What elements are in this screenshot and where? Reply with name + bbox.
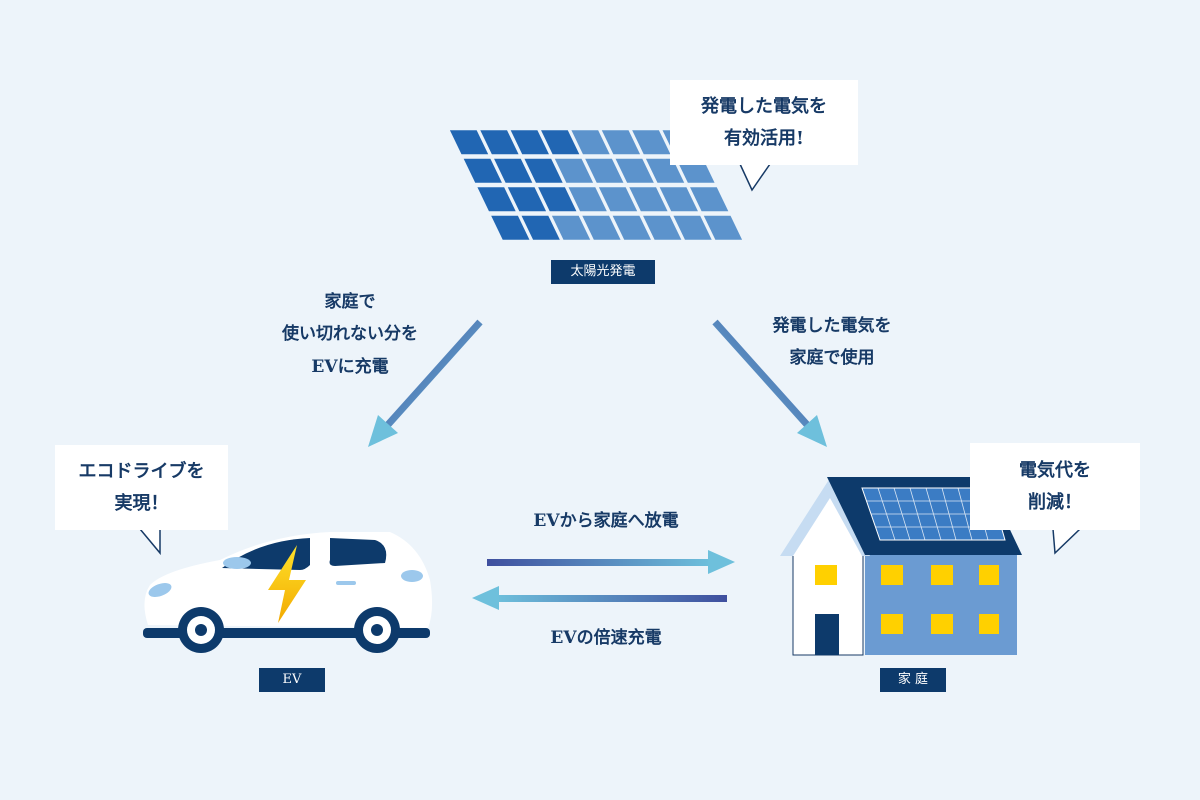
solar-cell	[632, 130, 671, 155]
solar-cell	[601, 130, 641, 155]
solar-cell	[582, 215, 621, 240]
arrow-solar-to-ev	[368, 319, 483, 447]
flow-line: 発電した電気を	[772, 316, 892, 336]
speech-bubble-ev: エコドライブを 実現！	[55, 445, 228, 530]
solar-cell	[612, 215, 651, 240]
flow-text-solar-to-ev: 家庭で 使い切れない分を EVに充電	[250, 286, 450, 383]
flow-line: EVに充電	[311, 356, 389, 377]
bubble-text: 有効活用!	[724, 127, 804, 149]
solar-cell	[491, 215, 530, 240]
solar-cell	[690, 187, 729, 212]
solar-cell	[521, 215, 560, 240]
arrow-ev-to-home	[487, 550, 735, 574]
solar-cell	[538, 187, 577, 212]
bubble-text: 削減！	[1028, 491, 1082, 513]
arrow-home-to-ev	[472, 586, 727, 610]
solar-cell	[571, 130, 610, 155]
solar-cell	[463, 158, 502, 183]
ev-car-icon	[143, 532, 433, 653]
label-ev: EV	[259, 668, 325, 692]
flow-line: 家庭で	[324, 292, 376, 312]
solar-cell	[568, 187, 607, 212]
solar-cell	[510, 130, 549, 155]
flow-text-solar-to-home: 発電した電気を 家庭で使用	[732, 310, 932, 375]
solar-cell	[629, 187, 668, 212]
flow-text-ev-to-home: EVから家庭へ放電	[533, 511, 679, 531]
arrow-solar-to-home	[712, 319, 827, 447]
bubble-text: 電気代を	[1019, 460, 1091, 481]
solar-cell	[643, 215, 682, 240]
flow-line: 使い切れない分を	[282, 324, 418, 345]
solar-cell	[541, 130, 580, 155]
solar-cell	[480, 130, 519, 155]
solar-cell	[659, 187, 698, 212]
speech-bubble-home: 電気代を 削減！	[970, 443, 1140, 530]
bubble-text: 発電した電気を	[701, 96, 827, 117]
solar-cell	[551, 215, 591, 240]
flow-line: 家庭で使用	[789, 348, 875, 369]
solar-cell	[507, 187, 547, 212]
solar-cell	[449, 130, 489, 155]
bubble-text: 実現！	[114, 492, 169, 514]
solar-cell	[494, 158, 533, 183]
solar-cell	[598, 187, 638, 212]
label-home: 家 庭	[880, 668, 946, 692]
bubble-text: エコドライブを	[78, 461, 205, 482]
solar-cell	[585, 158, 624, 183]
label-solar: 太陽光発電	[551, 260, 655, 284]
solar-cell	[615, 158, 654, 183]
solar-cell	[703, 215, 743, 240]
solar-cell	[673, 215, 712, 240]
flow-text-home-to-ev: EVの倍速充電	[550, 628, 662, 648]
speech-bubble-solar: 発電した電気を 有効活用!	[670, 80, 858, 165]
solar-cell	[554, 158, 594, 183]
solar-cell	[477, 187, 516, 212]
solar-cell	[524, 158, 563, 183]
